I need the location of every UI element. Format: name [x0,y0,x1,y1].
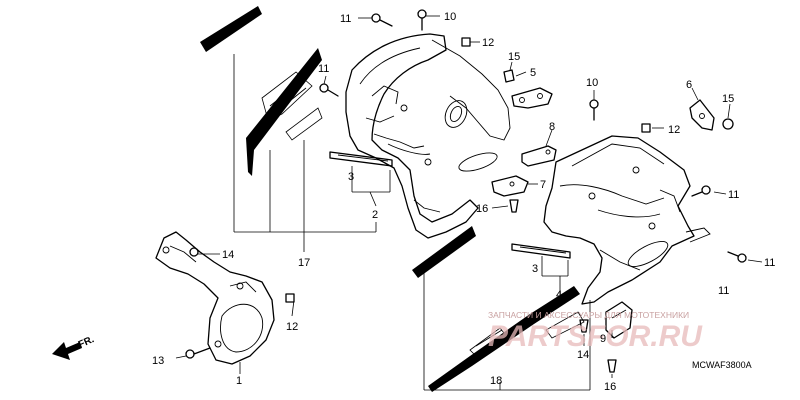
callout-9: 9 [600,333,606,345]
callout-14: 14 [222,249,234,261]
callout-10: 10 [444,11,456,23]
callout-14: 14 [577,349,589,361]
callout-11: 11 [318,63,329,75]
decal-upper-left [200,6,323,176]
strip-3-lower [511,243,571,259]
callout-numbers: 11 10 12 15 5 11 8 10 6 15 12 3 7 11 2 1… [152,11,775,393]
callout-16: 16 [604,381,616,393]
callout-11: 11 [340,13,351,25]
fr-label: FR. [77,334,96,351]
callout-2: 2 [372,209,378,221]
watermark-brand: PARTSFOR.RU [488,320,703,353]
watermark-tagline: ЗАПЧАСТИ И АКСЕССУАРЫ ДЛЯ МОТОТЕХНИКИ [488,310,689,320]
callout-11: 11 [764,257,775,269]
callout-17: 17 [298,257,310,269]
callout-10: 10 [586,77,598,89]
callout-6: 6 [686,79,692,91]
middle-cowl-panel [345,33,511,239]
callout-12: 12 [668,124,680,136]
callout-5: 5 [530,67,536,79]
callout-12: 12 [286,321,298,333]
callout-15: 15 [508,51,520,63]
lower-cowl-panel [543,135,711,305]
drawing-code: MCWAF3800A [692,360,752,370]
clip-9 [605,301,633,339]
callout-13: 13 [152,355,164,367]
callout-7: 7 [540,179,546,191]
plate-8 [521,145,557,167]
callout-4: 4 [556,289,562,301]
callout-11: 11 [728,189,739,201]
strip-3-upper [329,151,393,167]
callout-15: 15 [722,93,734,105]
plate-5 [511,87,553,109]
callout-12: 12 [482,37,494,49]
callout-11: 11 [718,285,729,297]
watermark: ЗАПЧАСТИ И АКСЕССУАРЫ ДЛЯ МОТОТЕХНИКИ PA… [488,310,703,353]
callout-18: 18 [490,375,502,387]
decal-lower [412,226,585,392]
bracket-6 [689,99,715,131]
inner-decal-shapes [458,152,669,267]
plate-7 [491,175,529,197]
callout-16: 16 [476,203,488,215]
callout-8: 8 [549,121,555,133]
callout-3: 3 [532,263,538,275]
callout-1: 1 [236,375,242,387]
front-direction-arrow: FR. [52,334,96,360]
fasteners [185,9,747,373]
callout-3: 3 [348,171,354,183]
leader-lines [175,15,763,391]
inner-panel [155,231,275,365]
